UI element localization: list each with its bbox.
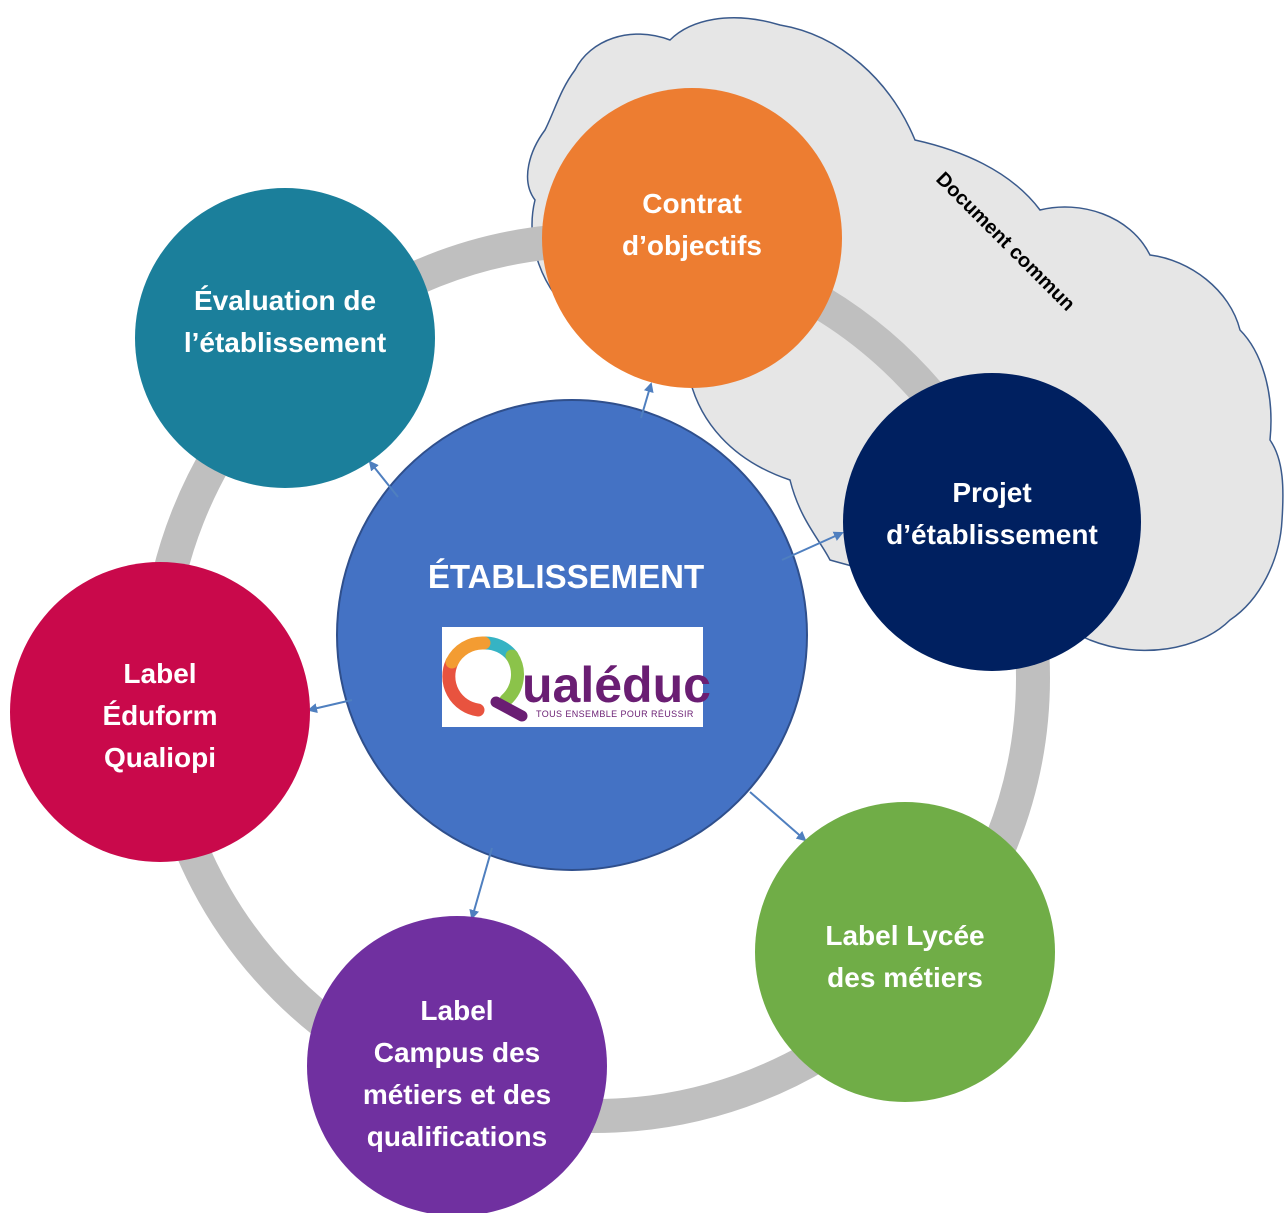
node-campus-circle — [307, 916, 607, 1213]
logo-wordmark: ualéduc — [522, 657, 711, 713]
arrow-to-lycee — [749, 791, 807, 842]
node-label-line: l’établissement — [184, 327, 386, 358]
logo-tagline: TOUS ENSEMBLE POUR RÉUSSIR — [536, 709, 694, 719]
node-label-line: Label — [123, 658, 196, 689]
center-node-title: ÉTABLISSEMENT — [428, 558, 704, 595]
arrow-to-eduform — [307, 699, 353, 714]
node-contrat: Contrat d’objectifs — [542, 88, 842, 388]
node-projet-label: Projet d’établissement — [886, 477, 1098, 550]
node-label-line: Éduform — [102, 700, 217, 731]
connector-arrows — [307, 382, 844, 920]
node-label-line: Contrat — [642, 188, 742, 219]
node-evaluation-label: Évaluation de l’établissement — [184, 285, 386, 358]
arrow-to-contrat — [640, 382, 654, 419]
node-lycee-label: Label Lycée des métiers — [825, 920, 984, 993]
node-eduform-circle — [10, 562, 310, 862]
arrow-to-campus — [469, 847, 493, 920]
center-node: ÉTABLISSEMENT ualéduc TOUS ENSEMBLE POUR… — [336, 399, 808, 871]
node-lycee-circle — [755, 802, 1055, 1102]
node-label-line: d’objectifs — [622, 230, 762, 261]
node-label-line: d’établissement — [886, 519, 1098, 550]
node-projet: Projet d’établissement — [843, 373, 1141, 671]
node-label-line: Label Lycée — [825, 920, 984, 951]
node-label-line: qualifications — [367, 1121, 547, 1152]
node-label-line: Qualiopi — [104, 742, 216, 773]
node-label-line: métiers et des — [363, 1079, 551, 1110]
node-label-line: Campus des — [374, 1037, 541, 1068]
node-evaluation-circle — [135, 188, 435, 488]
node-label-line: Projet — [952, 477, 1031, 508]
node-contrat-label: Contrat d’objectifs — [622, 188, 762, 261]
arrow-to-evaluation — [368, 460, 399, 498]
node-projet-circle — [843, 373, 1141, 671]
node-lycee: Label Lycée des métiers — [755, 802, 1055, 1102]
logo-q-icon — [442, 636, 528, 722]
qualeduc-logo: ualéduc TOUS ENSEMBLE POUR RÉUSSIR — [442, 627, 711, 727]
node-label-line: Évaluation de — [194, 285, 376, 316]
node-contrat-circle — [542, 88, 842, 388]
arrow-to-projet — [781, 531, 844, 561]
node-label-line: des métiers — [827, 962, 983, 993]
node-label-line: Label — [420, 995, 493, 1026]
node-evaluation: Évaluation de l’établissement — [135, 188, 435, 488]
